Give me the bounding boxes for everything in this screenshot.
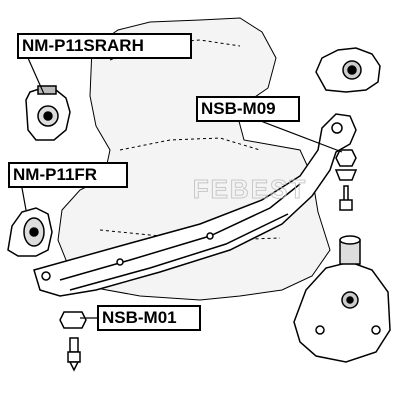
rear-right-mount-part <box>25 85 71 141</box>
bottom-bolt-part <box>59 311 87 372</box>
crossmember-frame <box>33 113 357 297</box>
front-mount-part <box>7 207 53 257</box>
label-front-mount: NM-P11FR <box>8 162 128 188</box>
bottom-right-mount-part <box>293 235 391 363</box>
bracket-bolt-part <box>334 149 358 211</box>
watermark-brand: FEBEST <box>193 174 308 204</box>
top-right-bushing-part <box>315 47 381 93</box>
label-rear-right-mount: NM-P11SRARH <box>17 33 192 59</box>
label-bottom-bolt: NSB-M01 <box>97 305 201 331</box>
label-bracket-bolt: NSB-M09 <box>196 96 300 122</box>
leader-lines <box>21 57 343 319</box>
